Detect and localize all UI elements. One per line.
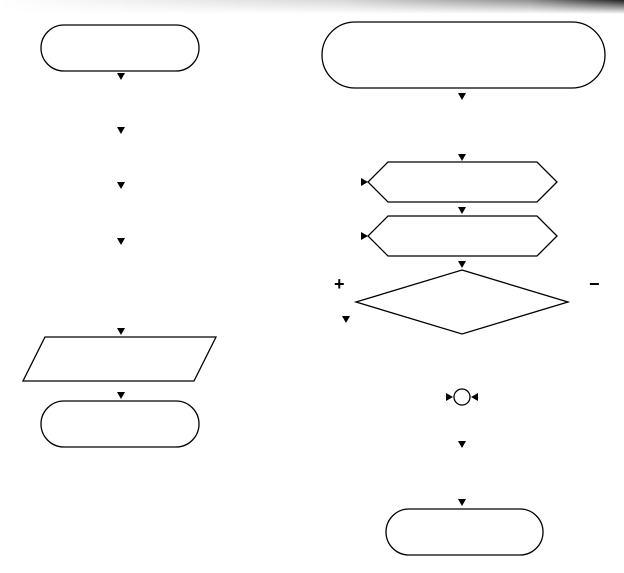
arrow-left-marker	[471, 393, 478, 401]
header-gradient-bar	[0, 0, 624, 14]
arrow-down-marker	[458, 154, 466, 161]
right-terminator-end	[385, 508, 544, 556]
arrow-right-marker	[446, 393, 453, 401]
right-hexagon-upper	[367, 161, 558, 203]
arrow-down-marker	[458, 207, 466, 214]
decision-yes-label: +	[334, 274, 345, 294]
arrow-down-marker	[342, 316, 350, 323]
left-terminator-end	[40, 400, 200, 448]
right-process-rounded-box	[321, 21, 606, 89]
arrow-down-marker	[117, 392, 125, 399]
arrow-down-marker	[458, 499, 466, 506]
arrow-down-marker	[117, 328, 125, 335]
arrow-down-marker	[117, 182, 125, 189]
arrow-down-marker	[458, 441, 466, 448]
arrow-right-marker	[361, 178, 368, 186]
arrow-down-marker	[117, 127, 125, 134]
right-hexagon-lower	[367, 215, 558, 257]
right-decision-diamond	[353, 269, 571, 335]
decision-no-label: −	[589, 274, 600, 294]
left-io-parallelogram	[21, 336, 218, 382]
arrow-down-marker	[117, 238, 125, 245]
arrow-down-marker	[458, 261, 466, 268]
arrow-down-marker	[117, 73, 125, 80]
left-terminator-start	[40, 24, 200, 72]
arrow-down-marker	[458, 93, 466, 100]
right-connector-circle	[453, 388, 471, 406]
arrow-right-marker	[361, 232, 368, 240]
